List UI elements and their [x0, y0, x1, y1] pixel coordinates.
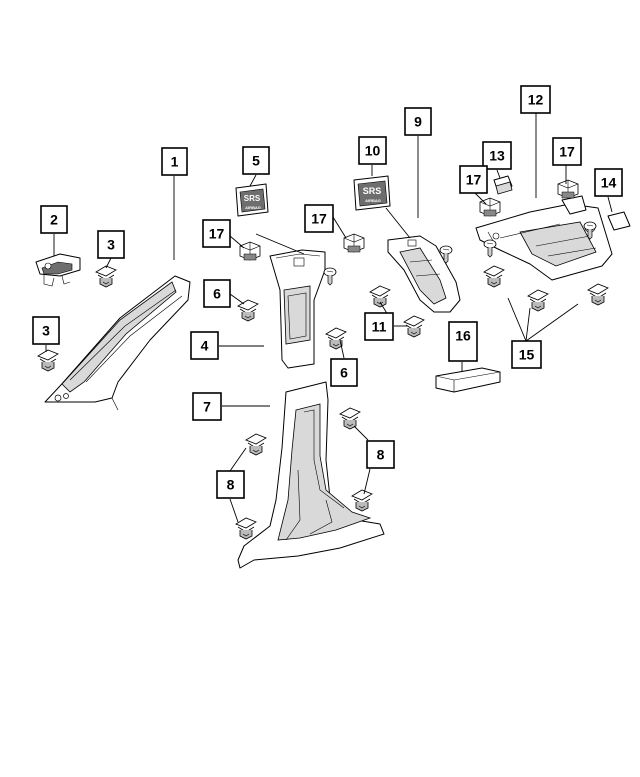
callout-13: 13 [482, 141, 512, 170]
svg-text:15: 15 [519, 347, 535, 363]
callout-5: 5 [242, 146, 270, 175]
svg-text:17: 17 [466, 172, 482, 188]
callout-17-c: 17 [459, 165, 488, 194]
clip-icon [339, 407, 361, 430]
svg-text:5: 5 [252, 153, 260, 169]
svg-text:11: 11 [372, 319, 387, 335]
callout-12: 12 [520, 85, 551, 114]
clip-icon [369, 285, 391, 308]
svg-text:17: 17 [311, 211, 327, 227]
part-1-a-pillar-trim [44, 275, 191, 411]
part-10-srs-badge: SRS AIRBAG [353, 175, 391, 211]
svg-text:10: 10 [365, 143, 381, 159]
callout-6-left: 6 [203, 279, 231, 308]
clip-icon [95, 265, 117, 288]
callout-10: 10 [358, 136, 387, 165]
svg-text:6: 6 [340, 365, 348, 381]
part-12-upper-quarter-trim [475, 203, 613, 281]
srs-badge-subtext: AIRBAG [245, 205, 261, 210]
callout-4: 4 [190, 331, 219, 360]
callout-17-d: 17 [552, 137, 582, 166]
clip-icon [527, 289, 549, 312]
clip-icon [37, 349, 59, 372]
callout-14: 14 [594, 168, 623, 197]
svg-text:16: 16 [455, 328, 471, 344]
clip-icon [245, 433, 267, 456]
clip-icon [351, 489, 373, 512]
callout-2: 2 [40, 205, 68, 234]
part-4-b-pillar-upper-trim [269, 249, 326, 369]
clip-icon [325, 327, 347, 350]
callout-6-right: 6 [330, 358, 358, 387]
callout-3-top: 3 [97, 230, 125, 259]
svg-text:17: 17 [559, 144, 575, 160]
callout-8-right: 8 [366, 440, 395, 469]
clip-icon [483, 265, 505, 288]
srs-badge-text: SRS [244, 194, 261, 203]
leader-lines [45, 113, 613, 523]
clip-icon [237, 299, 259, 322]
clip-icon [235, 517, 257, 540]
callout-17-b: 17 [304, 204, 334, 233]
svg-text:3: 3 [42, 323, 50, 339]
callout-15: 15 [511, 340, 542, 369]
srs-badge-right-text: SRS [363, 186, 382, 196]
clip-icon [587, 283, 609, 306]
svg-text:13: 13 [489, 148, 505, 164]
callout-11: 11 [364, 312, 394, 341]
part-5-srs-badge: SRS AIRBAG [235, 183, 269, 217]
clip-icon [403, 315, 425, 338]
part-13-plug [493, 175, 513, 195]
svg-text:6: 6 [213, 286, 221, 302]
svg-text:3: 3 [107, 237, 115, 253]
callout-17-a: 17 [202, 219, 231, 248]
svg-text:7: 7 [203, 399, 211, 415]
callout-3-bottom: 3 [32, 316, 60, 345]
part-9-quarter-trim [387, 235, 461, 313]
callout-8-left: 8 [216, 470, 245, 499]
callout-1: 1 [161, 147, 188, 176]
retainer-clip-icon [343, 233, 365, 253]
svg-text:4: 4 [201, 338, 209, 354]
retainer-clip-icon [557, 179, 579, 199]
callout-16: 16 [448, 321, 478, 362]
part-16-foam-block [435, 367, 501, 393]
screw-icon [483, 239, 497, 258]
part-7-b-pillar-lower-trim [237, 381, 385, 569]
part-2-bracket [35, 253, 81, 287]
screw-icon [323, 267, 337, 286]
svg-text:8: 8 [377, 447, 385, 463]
svg-text:1: 1 [171, 154, 179, 170]
svg-text:9: 9 [414, 114, 422, 130]
svg-text:8: 8 [227, 477, 235, 493]
callout-7: 7 [192, 392, 222, 421]
callout-9: 9 [404, 107, 432, 136]
svg-text:2: 2 [50, 212, 58, 228]
svg-text:12: 12 [528, 92, 544, 108]
retainer-clip-icon [239, 241, 261, 261]
srs-badge-right-subtext: AIRBAG [365, 198, 381, 203]
svg-text:17: 17 [209, 226, 225, 242]
svg-text:14: 14 [601, 175, 617, 191]
